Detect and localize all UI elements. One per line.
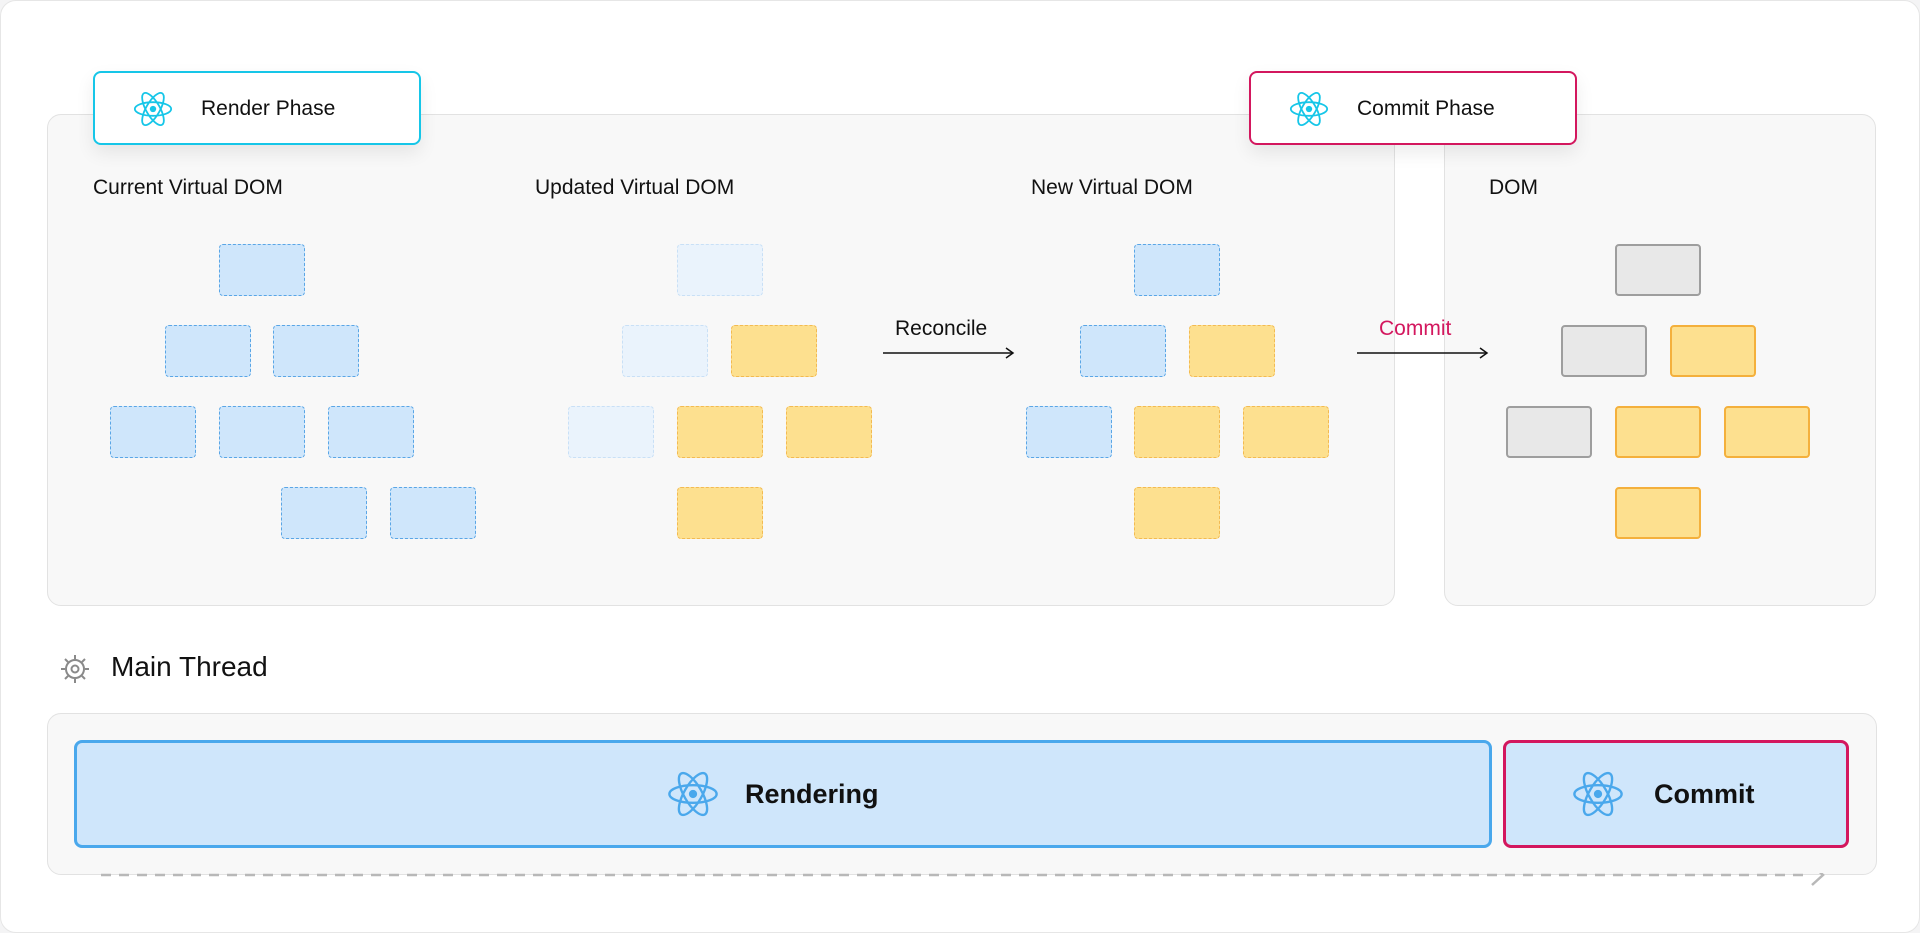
render-phase-chip: Render Phase xyxy=(93,71,421,145)
tree-node xyxy=(622,325,708,377)
rendering-label: Rendering xyxy=(745,779,879,809)
tree-node xyxy=(219,406,305,458)
render-phase-label: Render Phase xyxy=(201,97,336,120)
dom-node-updated xyxy=(1615,487,1701,539)
tree-node-updated xyxy=(1243,406,1329,458)
tree-node-updated xyxy=(1189,325,1275,377)
tree-node xyxy=(273,325,359,377)
commit-arrow-label: Commit xyxy=(1379,317,1452,340)
commit-phase-chip: Commit Phase xyxy=(1249,71,1577,145)
reconcile-arrow xyxy=(883,347,1015,359)
main-thread-title: Main Thread xyxy=(111,651,268,682)
dom-node xyxy=(1506,406,1592,458)
tree-node-updated xyxy=(677,406,763,458)
dom-node-updated xyxy=(1670,325,1756,377)
tree-node-updated xyxy=(1134,487,1220,539)
dom-node xyxy=(1561,325,1647,377)
tree-node xyxy=(219,244,305,296)
dom-node-updated xyxy=(1615,406,1701,458)
gear-icon xyxy=(61,655,89,683)
react-icon xyxy=(133,91,173,127)
tree-node xyxy=(677,244,763,296)
tree-node-updated xyxy=(677,487,763,539)
commit-arrow xyxy=(1357,347,1489,359)
tree-node xyxy=(1134,244,1220,296)
rendering-bar: Rendering xyxy=(74,740,1492,848)
dom-node-updated xyxy=(1724,406,1810,458)
tree-node xyxy=(110,406,196,458)
commit-phase-label: Commit Phase xyxy=(1357,97,1495,120)
tree-node xyxy=(165,325,251,377)
tree-node xyxy=(281,487,367,539)
timeline-arrow xyxy=(101,873,1825,886)
tree-node-updated xyxy=(731,325,817,377)
updated-virtual-dom-label: Updated Virtual DOM xyxy=(535,176,735,199)
commit-bar: Commit xyxy=(1503,740,1849,848)
tree-node-updated xyxy=(786,406,872,458)
commit-label: Commit xyxy=(1654,779,1755,809)
reconcile-label: Reconcile xyxy=(895,317,988,340)
current-virtual-dom-label: Current Virtual DOM xyxy=(93,176,283,199)
dom-node xyxy=(1615,244,1701,296)
react-icon xyxy=(1573,771,1623,817)
tree-node xyxy=(328,406,414,458)
react-icon xyxy=(1289,91,1329,127)
tree-node xyxy=(1026,406,1112,458)
tree-node-updated xyxy=(1134,406,1220,458)
tree-node xyxy=(390,487,476,539)
new-virtual-dom-label: New Virtual DOM xyxy=(1031,176,1193,199)
react-icon xyxy=(668,771,718,817)
dom-label: DOM xyxy=(1489,176,1538,199)
tree-node xyxy=(568,406,654,458)
tree-node xyxy=(1080,325,1166,377)
